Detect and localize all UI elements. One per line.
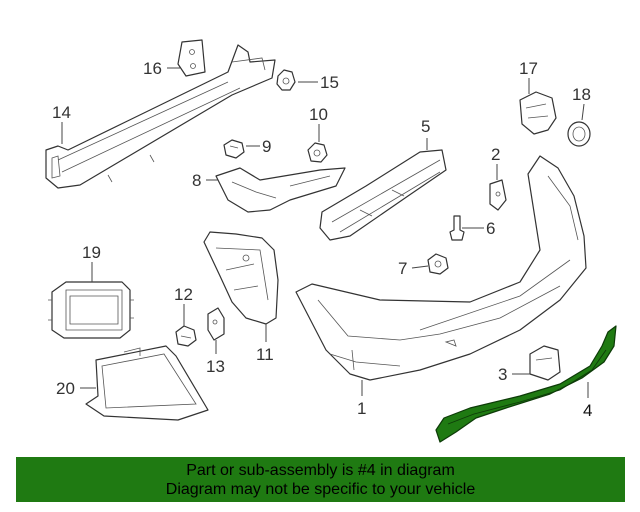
- callout-19: 19: [82, 243, 101, 262]
- callout-11: 11: [256, 345, 274, 364]
- leader-lines: [61, 67, 589, 398]
- part-13-small-bracket[interactable]: [207, 307, 225, 341]
- callout-12: 12: [174, 285, 193, 304]
- callout-9: 9: [262, 137, 271, 156]
- callout-17: 17: [519, 59, 538, 78]
- callout-7: 7: [398, 259, 407, 278]
- part-16-bracket-plate[interactable]: [177, 39, 206, 77]
- callout-13: 13: [206, 357, 225, 376]
- part-17-sensor[interactable]: [519, 91, 557, 135]
- banner-line-part: Part or sub-assembly is #4 in diagram: [186, 462, 455, 479]
- callout-14: 14: [52, 103, 71, 122]
- highlight-info-banner: Part or sub-assembly is #4 in diagram Di…: [16, 457, 625, 502]
- callout-10: 10: [309, 105, 328, 124]
- part-7-nut[interactable]: [427, 253, 449, 275]
- part-9-clip[interactable]: [223, 139, 245, 159]
- part-2-small-bracket[interactable]: [489, 179, 507, 211]
- part-15-nut[interactable]: [276, 69, 296, 91]
- callout-16: 16: [143, 59, 162, 78]
- part-19-radar-module[interactable]: [48, 281, 134, 339]
- part-18-grommet[interactable]: [567, 121, 591, 147]
- parts-diagram: 16 15 14 9 10 5 17 18 2 8 6 7 19 12 13 1…: [45, 39, 617, 443]
- part-12-clip[interactable]: [175, 325, 197, 347]
- part-4-lower-trim-highlighted[interactable]: [435, 325, 617, 443]
- callout-2: 2: [491, 145, 500, 164]
- callout-8: 8: [192, 171, 201, 190]
- callout-20: 20: [56, 379, 75, 398]
- callout-3: 3: [498, 365, 507, 384]
- part-11-mounting-bracket[interactable]: [203, 231, 279, 325]
- part-6-bolt[interactable]: [449, 215, 465, 241]
- part-5-absorber[interactable]: [319, 149, 447, 241]
- callout-15: 15: [320, 73, 339, 92]
- part-8-side-bracket[interactable]: [215, 167, 346, 213]
- callout-6: 6: [486, 219, 495, 238]
- callout-labels: 16 15 14 9 10 5 17 18 2 8 6 7 19 12 13 1…: [52, 59, 592, 420]
- banner-line-disclaimer: Diagram may not be specific to your vehi…: [165, 481, 476, 498]
- callout-5: 5: [421, 117, 430, 136]
- part-20-lower-panel[interactable]: [85, 345, 209, 421]
- part-1-bumper-cover[interactable]: [295, 155, 587, 381]
- callout-18: 18: [572, 85, 591, 104]
- part-10-nut[interactable]: [307, 142, 328, 163]
- callout-1: 1: [357, 399, 366, 418]
- part-3-clip[interactable]: [529, 345, 561, 381]
- part-14-reinforcement-bar[interactable]: [45, 44, 276, 189]
- callout-4: 4: [583, 401, 592, 420]
